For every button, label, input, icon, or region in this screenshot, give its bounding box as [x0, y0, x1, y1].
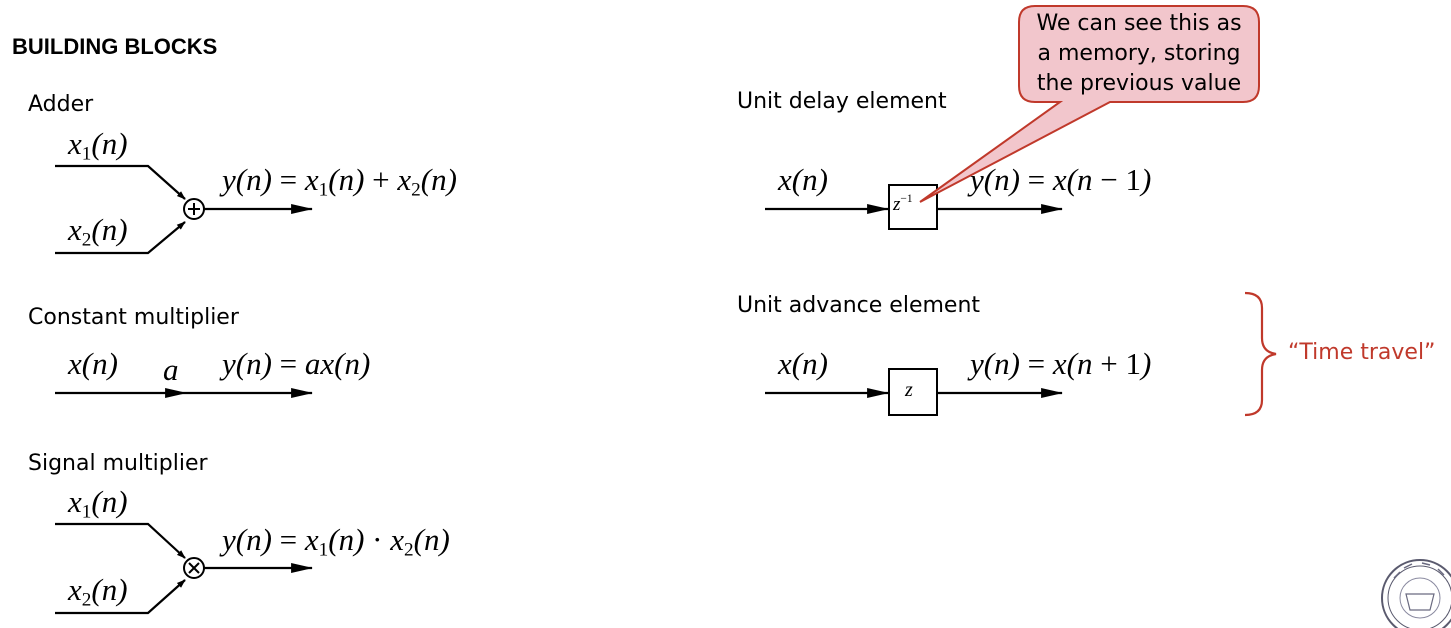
time-travel-brace [1244, 291, 1277, 417]
unit-delay-input: x(n) [778, 162, 828, 197]
signal-multiplier-output-equation: y(n) = x1(n) · x2(n) [222, 522, 450, 561]
signal-multiplier-input2: x2(n) [68, 572, 128, 611]
callout-text: We can see this as a memory, storing the… [1019, 9, 1259, 99]
unit-advance-input: x(n) [778, 346, 828, 381]
constant-multiplier-label: Constant multiplier [28, 305, 239, 330]
advance-block [888, 368, 938, 416]
constant-multiplier-coefficient: a [163, 352, 179, 387]
unit-advance-label: Unit advance element [737, 293, 981, 318]
unit-advance-diagram [765, 368, 1064, 416]
unit-delay-diagram [765, 184, 1064, 230]
page-title: BUILDING BLOCKS [12, 34, 218, 59]
callout-line-2: a memory, storing [1037, 41, 1241, 66]
signal-multiplier-diagram [55, 522, 314, 615]
adder-label: Adder [28, 92, 94, 117]
unit-delay-label: Unit delay element [737, 89, 947, 114]
time-travel-annotation: “Time travel” [1288, 340, 1436, 365]
signal-multiplier-input1: x1(n) [68, 484, 128, 523]
callout-bubble [919, 5, 1260, 203]
adder-input1: x1(n) [68, 126, 128, 165]
unit-advance-block-label: z [905, 379, 913, 401]
constant-multiplier-output-equation: y(n) = ax(n) [222, 346, 371, 381]
signal-multiplier-label: Signal multiplier [28, 451, 208, 476]
adder-diagram [55, 164, 314, 255]
adder-output-equation: y(n) = x1(n) + x2(n) [222, 162, 457, 201]
unit-delay-output-equation: y(n) = x(n − 1) [970, 162, 1152, 197]
delay-block [888, 184, 938, 230]
university-seal-logo [1381, 559, 1451, 628]
callout-line-1: We can see this as [1036, 11, 1242, 36]
unit-delay-block-label: z−1 [893, 193, 913, 215]
callout-line-3: the previous value [1036, 71, 1242, 96]
unit-advance-output-equation: y(n) = x(n + 1) [970, 346, 1152, 381]
adder-input2: x2(n) [68, 212, 128, 251]
constant-multiplier-input: x(n) [68, 346, 118, 381]
